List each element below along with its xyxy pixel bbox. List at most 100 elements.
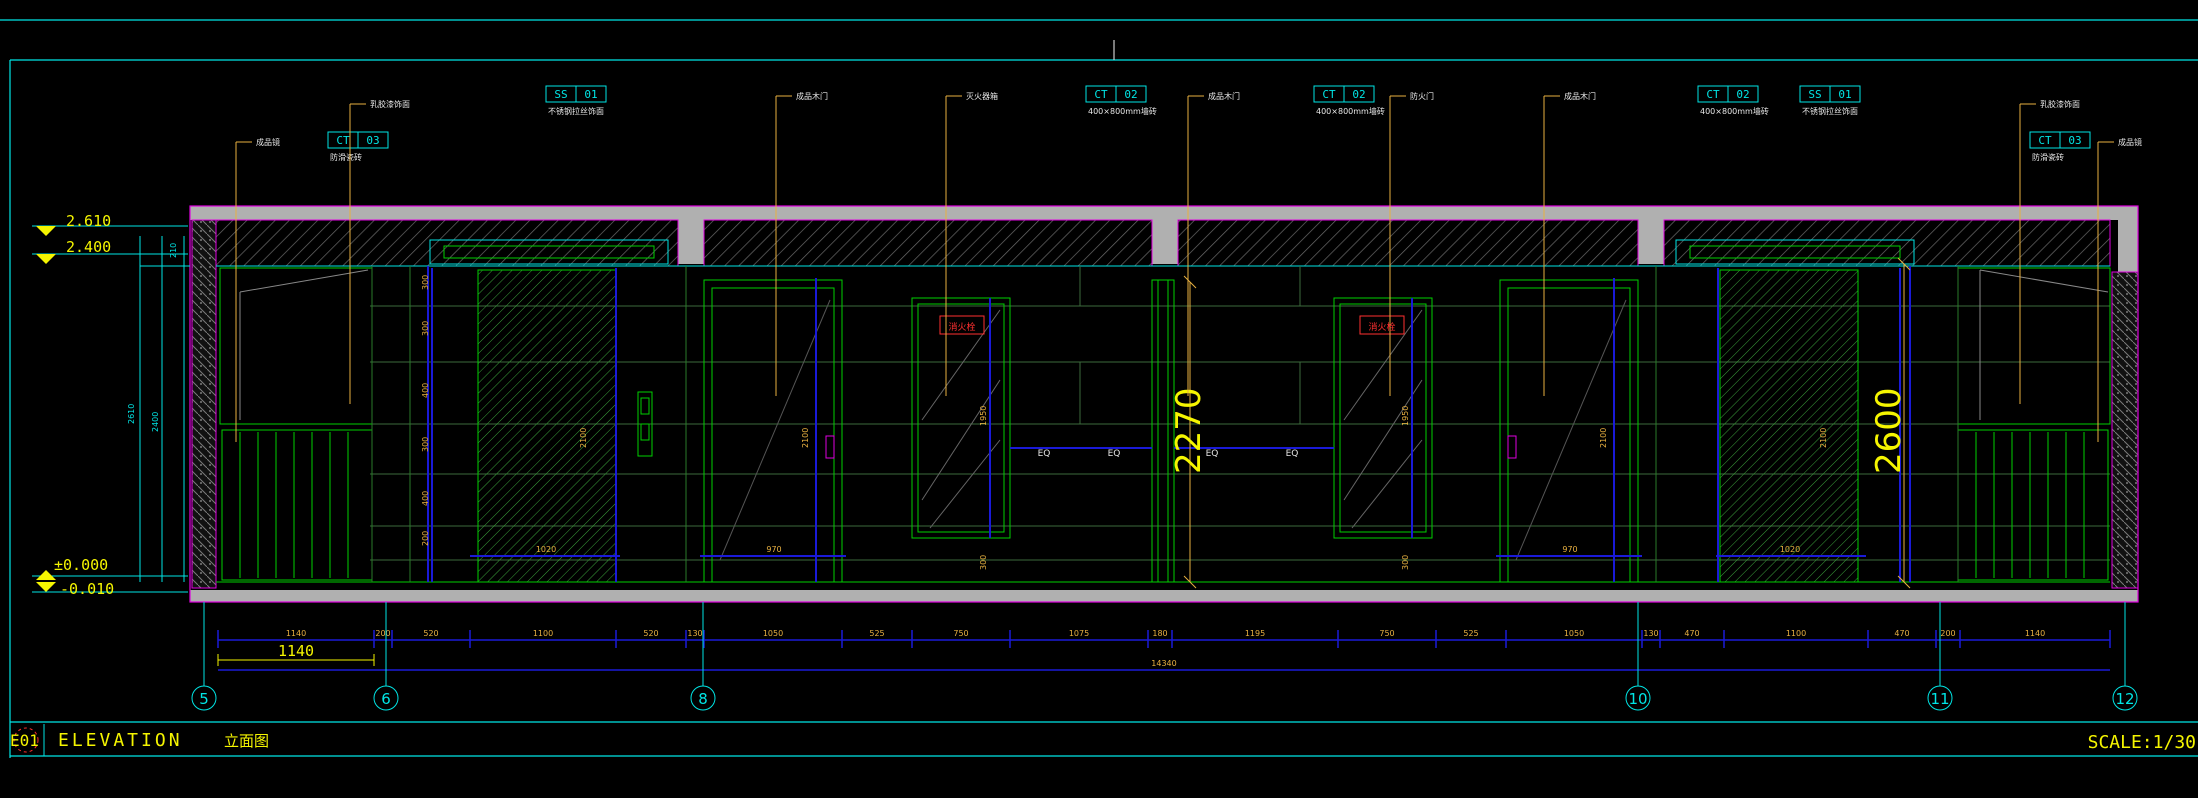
fire-cabinet-right	[1333, 297, 1433, 539]
leader-text: 乳胶漆饰面	[2040, 99, 2080, 109]
leader-5: 防火门	[1389, 91, 1434, 396]
leader-0: 成品镜	[235, 137, 280, 442]
tag-num: 02	[1736, 88, 1749, 101]
leader-text: 防火门	[1410, 91, 1434, 101]
centre-column	[1010, 279, 1334, 583]
leader-text: 成品镜	[256, 137, 280, 147]
level-markers	[32, 225, 190, 593]
tag-num: 01	[584, 88, 597, 101]
svg-text:300: 300	[1401, 555, 1410, 570]
course-dim-1: 300	[421, 321, 430, 336]
level-0: ±0.000	[54, 556, 108, 574]
dim-label-12: 750	[1379, 629, 1394, 638]
stainless-door-left	[429, 239, 669, 583]
dim-label-16: 470	[1684, 629, 1699, 638]
tag-code: CT	[2038, 134, 2052, 147]
dim-label-13: 525	[1463, 629, 1478, 638]
grid-label: 8	[698, 690, 708, 708]
height-dim-2610: 2610	[127, 404, 136, 424]
vertical-dims	[1183, 257, 1911, 589]
total-dim: 14340	[1151, 659, 1176, 668]
hydrant-sign-left: 消火栓	[948, 321, 975, 333]
eq-label-3: EQ	[1206, 449, 1219, 459]
grid-bubble-6: 6	[373, 602, 399, 711]
eq-label-4: EQ	[1286, 449, 1299, 459]
dim-label-7: 525	[869, 629, 884, 638]
title-cn: 立面图	[224, 732, 269, 750]
title-elevation: ELEVATION	[58, 730, 183, 751]
tag-code: CT	[1094, 88, 1108, 101]
svg-text:2100: 2100	[1599, 428, 1608, 448]
dim-label-2: 520	[423, 629, 438, 638]
dim-label-18: 470	[1894, 629, 1909, 638]
course-dim-4: 400	[421, 491, 430, 506]
grid-label: 12	[2115, 690, 2134, 708]
dim-label-10: 180	[1152, 629, 1167, 638]
drawing-frame	[0, 19, 2198, 758]
svg-text:1950: 1950	[979, 406, 988, 426]
svg-text:2100: 2100	[1819, 428, 1828, 448]
tag-num: 03	[2068, 134, 2081, 147]
tag-code: SS	[1808, 88, 1821, 101]
wood-door-right	[1499, 278, 1639, 583]
leader-text: 灭火器箱	[966, 91, 998, 101]
fire-cabinet-left	[911, 297, 1011, 539]
svg-text:1950: 1950	[1401, 406, 1410, 426]
level-2400: 2.400	[66, 238, 111, 256]
leader-text: 成品木门	[796, 91, 828, 101]
tag-code: CT	[336, 134, 350, 147]
svg-text:970: 970	[1562, 545, 1577, 554]
tag-num: 02	[1124, 88, 1137, 101]
dim-label-17: 1100	[1786, 629, 1806, 638]
material-tag-2: CT 02 400×800mm墙砖	[1085, 85, 1157, 116]
dim-label-1: 200	[375, 629, 390, 638]
ceiling-slab	[189, 205, 2139, 603]
grid-bubble-8: 8	[690, 602, 716, 711]
tag-note: 400×800mm墙砖	[1088, 106, 1157, 116]
tag-note: 400×800mm墙砖	[1316, 106, 1385, 116]
svg-text:300: 300	[979, 555, 988, 570]
tag-code: CT	[1322, 88, 1336, 101]
grid-bubble-12: 12	[2112, 602, 2138, 711]
dim-label-15: 130	[1643, 629, 1658, 638]
dim-label-3: 1100	[533, 629, 553, 638]
small-dim	[217, 654, 375, 666]
hydrant-sign-right: 消火栓	[1368, 321, 1395, 333]
title-block	[13, 724, 45, 756]
leader-text: 成品木门	[1564, 91, 1596, 101]
dim-label-20: 1140	[2025, 629, 2045, 638]
wall-elevation	[216, 239, 2111, 583]
dim-label-5: 130	[687, 629, 702, 638]
svg-text:970: 970	[766, 545, 781, 554]
dim-2270: 2270	[1169, 387, 1209, 474]
switch-panel	[637, 391, 653, 457]
tag-note: 不锈钢拉丝饰面	[548, 106, 604, 116]
tag-note: 不锈钢拉丝饰面	[1802, 106, 1858, 116]
grid-label: 10	[1628, 690, 1647, 708]
eq-label-1: EQ	[1038, 449, 1051, 459]
leader-3: 灭火器箱	[945, 91, 998, 396]
leader-7: 乳胶漆饰面	[2019, 99, 2080, 404]
leader-notes: 成品镜乳胶漆饰面成品木门灭火器箱成品木门防火门成品木门乳胶漆饰面成品镜	[235, 91, 2142, 442]
small-dim-label: 1140	[278, 642, 314, 660]
material-tag-5: SS 01 不锈钢拉丝饰面	[1799, 85, 1861, 116]
leader-2: 成品木门	[775, 91, 828, 396]
tag-num: 03	[366, 134, 379, 147]
leader-text: 成品镜	[2118, 137, 2142, 147]
course-dim-0: 300	[421, 275, 430, 290]
title-scale: SCALE:1/30	[2088, 732, 2196, 753]
leader-text: 乳胶漆饰面	[370, 99, 410, 109]
tag-num: 01	[1838, 88, 1851, 101]
svg-text:2100: 2100	[801, 428, 810, 448]
dim-label-11: 1195	[1245, 629, 1265, 638]
grid-bubble-11: 11	[1927, 602, 1953, 711]
dimension-ticks	[217, 630, 2111, 648]
